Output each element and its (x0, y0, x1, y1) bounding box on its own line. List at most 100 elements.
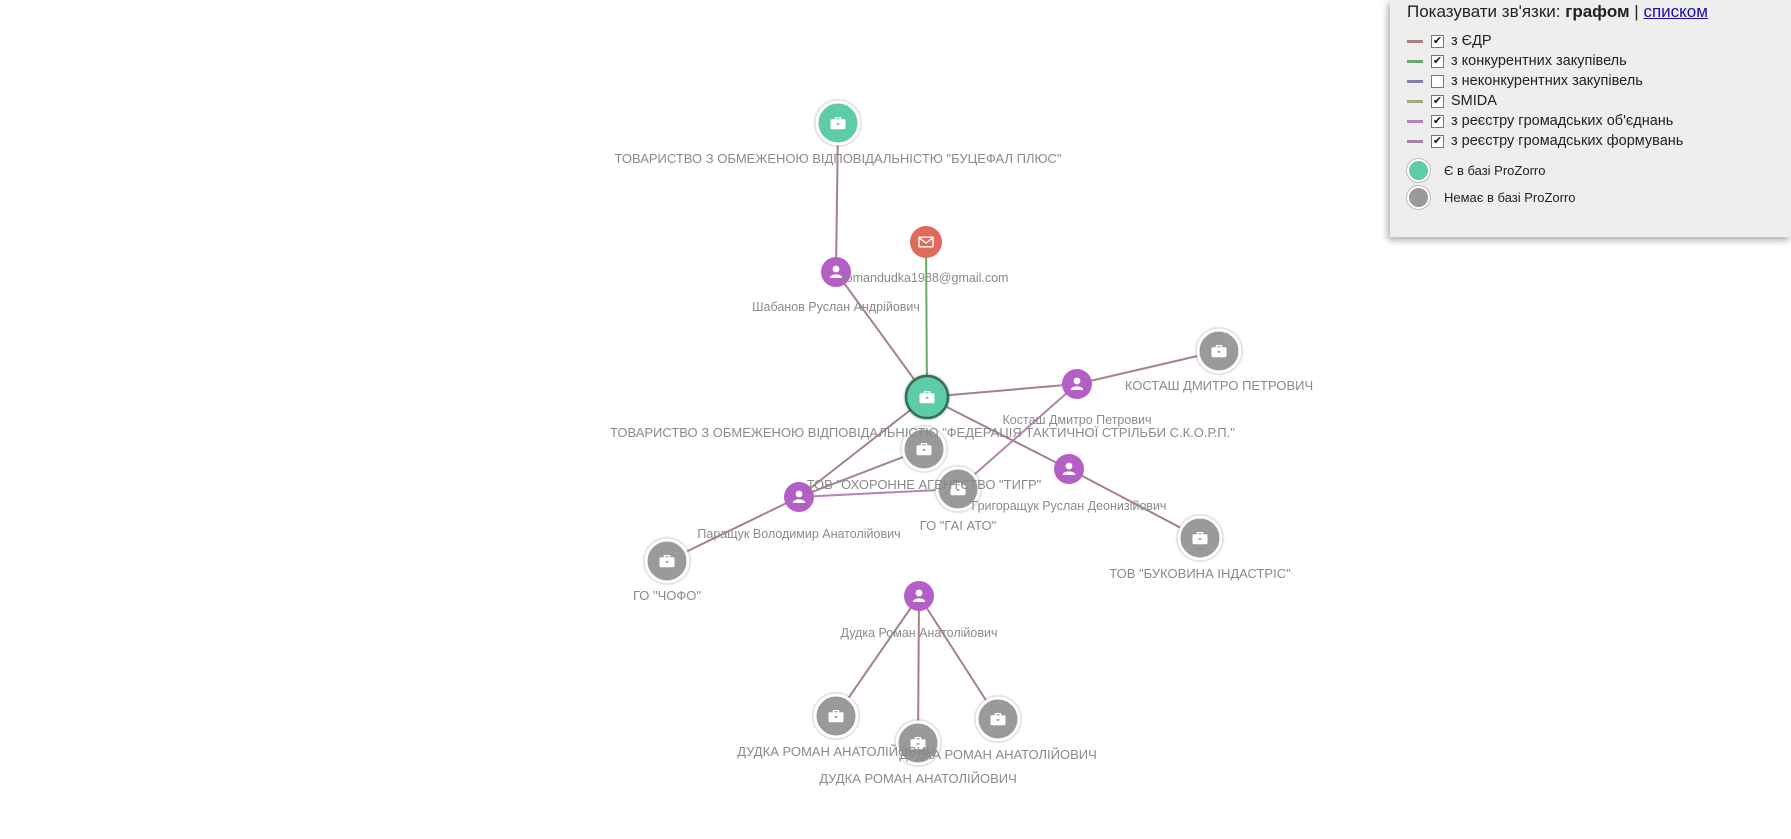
graph-edge (925, 241, 928, 398)
node-label: ТОВ "БУКОВИНА ІНДАСТРІС" (1109, 566, 1291, 581)
briefcase-icon (659, 555, 675, 568)
node-label: ТОВАРИСТВО З ОБМЕЖЕНОЮ ВІДПОВІДАЛЬНІСТЮ … (610, 425, 1235, 440)
graph-edge (1076, 350, 1220, 385)
graph-edge (957, 383, 1078, 490)
graph-edge (835, 595, 920, 717)
graph-edge (835, 271, 928, 398)
relation-line-swatch (1407, 99, 1423, 103)
relation-filter-row: ✔ з реєстру громадських формувань (1407, 131, 1791, 151)
relation-label: з неконкурентних закупівель (1451, 73, 1643, 89)
company-node[interactable] (904, 374, 950, 420)
status-label: Немає в базі ProZorro (1444, 190, 1576, 205)
graph-edge (918, 595, 999, 720)
graph-edge (1068, 468, 1201, 539)
relation-label: з ЄДР (1451, 33, 1492, 49)
relation-filter-row: ✔ з конкурентних закупівель (1407, 51, 1791, 71)
email-node[interactable] (910, 226, 942, 258)
graph-edge (798, 488, 959, 498)
legend-panel: Показувати зв'язки: графом | списком ✔ з … (1390, 0, 1791, 237)
briefcase-icon (830, 117, 846, 130)
relation-line-swatch (1407, 39, 1423, 43)
node-label: Косташ Дмитро Петрович (1003, 413, 1152, 427)
relation-checkbox[interactable]: ✔ (1431, 34, 1444, 48)
person-node[interactable] (784, 482, 814, 512)
graph-edge (666, 496, 800, 562)
graph-labels: ТОВАРИСТВО З ОБМЕЖЕНОЮ ВІДПОВІДАЛЬНІСТЮ … (610, 151, 1313, 786)
node-label: ДУДКА РОМАН АНАТОЛІЙОВИЧ (899, 747, 1097, 762)
view-mode-header: Показувати зв'язки: графом | списком (1407, 1, 1791, 31)
company-node[interactable] (935, 466, 981, 512)
graph-edge (835, 122, 839, 273)
company-node[interactable] (1177, 515, 1223, 561)
relation-label: з конкурентних закупівель (1451, 53, 1627, 69)
person-node[interactable] (1062, 369, 1092, 399)
envelope-icon (918, 236, 934, 248)
user-icon (1062, 462, 1076, 475)
relation-line-swatch (1407, 59, 1423, 63)
node-label: Шабанов Руслан Андрійович (752, 300, 920, 314)
relation-label: з реєстру громадських об'єднань (1451, 113, 1674, 129)
status-legend-row: Немає в базі ProZorro (1407, 184, 1791, 211)
briefcase-icon (910, 737, 926, 750)
user-icon (1070, 377, 1084, 390)
relation-filter-row: ✔ SMIDA (1407, 91, 1791, 111)
node-label: ДУДКА РОМАН АНАТОЛІЙОВИЧ (819, 771, 1017, 786)
graph-edge (798, 396, 928, 498)
company-node[interactable] (813, 693, 859, 739)
company-node[interactable] (1196, 328, 1242, 374)
node-label: ТОВАРИСТВО З ОБМЕЖЕНОЮ ВІДПОВІДАЛЬНІСТЮ … (614, 151, 1061, 166)
briefcase-icon (916, 443, 932, 456)
view-mode-separator: | (1634, 2, 1639, 21)
relation-checkbox[interactable]: ✔ (1431, 94, 1444, 108)
briefcase-icon (1211, 345, 1227, 358)
node-label: romandudka1988@gmail.com (842, 271, 1009, 285)
status-dot-icon (1407, 186, 1430, 209)
relation-line-swatch (1407, 119, 1423, 123)
relation-line-swatch (1407, 139, 1423, 143)
relation-filter-row: з неконкурентних закупівель (1407, 71, 1791, 91)
user-icon (792, 490, 806, 503)
node-label: ДУДКА РОМАН АНАТОЛІЙОВИЧ (737, 744, 935, 759)
relation-line-swatch (1407, 79, 1423, 83)
relation-checkbox[interactable] (1431, 74, 1444, 88)
relation-checkbox[interactable]: ✔ (1431, 54, 1444, 68)
node-label: ГО "ЧОФО" (633, 588, 701, 603)
status-dot-icon (1407, 159, 1430, 182)
node-label: Дудка Роман Анатолійович (840, 626, 997, 640)
relation-checkbox[interactable]: ✔ (1431, 134, 1444, 148)
company-node[interactable] (644, 538, 690, 584)
person-node[interactable] (1054, 454, 1084, 484)
graph-edge (926, 383, 1078, 398)
briefcase-icon (990, 713, 1006, 726)
person-node[interactable] (821, 257, 851, 287)
view-mode-prefix: Показувати зв'язки: (1407, 2, 1561, 21)
node-label: Паращук Володимир Анатолійович (697, 527, 900, 541)
status-legend-row: Є в базі ProZorro (1407, 157, 1791, 184)
relation-filters: ✔ з ЄДР ✔ з конкурентних закупівель з неконк… (1407, 31, 1791, 151)
node-label: КОСТАШ ДМИТРО ПЕТРОВИЧ (1125, 378, 1313, 393)
company-node[interactable] (975, 696, 1021, 742)
graph-nodes (644, 100, 1242, 766)
node-label: ТОВ "ОХОРОННЕ АГЕНТСТВО "ТИГР" (807, 477, 1042, 492)
node-label: Григоращук Руслан Деонизійович (972, 499, 1167, 513)
graph-edges (666, 122, 1220, 744)
user-icon (829, 265, 843, 278)
company-node[interactable] (895, 720, 941, 766)
person-node[interactable] (904, 581, 934, 611)
node-label: ГО "ГАІ АТО" (920, 518, 997, 533)
relation-label: SMIDA (1451, 93, 1497, 109)
relation-label: з реєстру громадських формувань (1451, 133, 1684, 149)
briefcase-icon (919, 391, 935, 404)
company-node[interactable] (815, 100, 861, 146)
status-label: Є в базі ProZorro (1444, 163, 1546, 178)
relation-filter-row: ✔ з реєстру громадських об'єднань (1407, 111, 1791, 131)
company-node[interactable] (901, 426, 947, 472)
user-icon (912, 589, 926, 602)
briefcase-icon (950, 483, 966, 496)
view-mode-graph: графом (1565, 2, 1630, 21)
view-mode-list-link[interactable]: списком (1643, 2, 1708, 21)
briefcase-icon (1192, 532, 1208, 545)
relation-checkbox[interactable]: ✔ (1431, 114, 1444, 128)
